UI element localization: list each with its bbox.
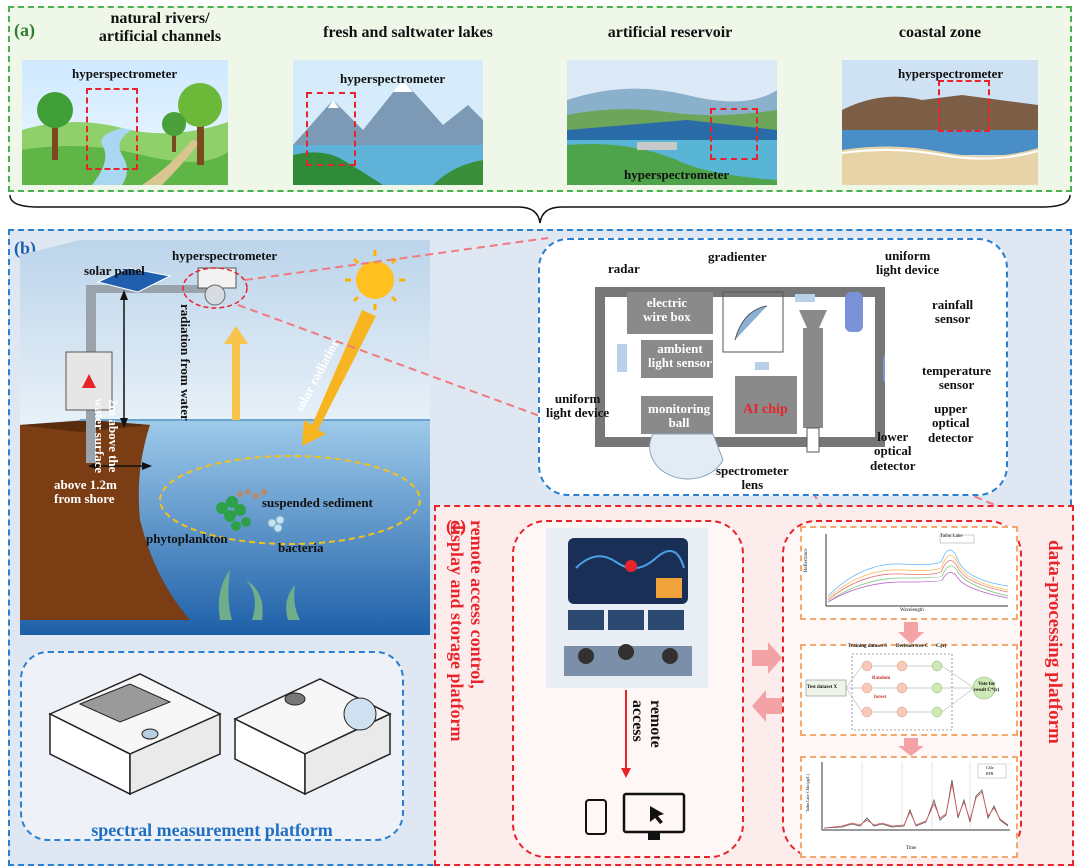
scene-title-lakes: fresh and saltwater lakes — [323, 24, 493, 41]
panel-a-label: (a) — [14, 20, 35, 40]
phytoplankton-label: phytoplankton — [146, 531, 228, 546]
scene-title-coastal: coastal zone — [898, 24, 982, 41]
rf-test-label: Test dataset X — [807, 685, 838, 690]
scene-image-river — [22, 60, 228, 185]
access-devices — [585, 792, 686, 840]
rf-tree-label: Decision tree C — [896, 644, 929, 649]
down-arrow-2 — [898, 738, 924, 756]
device-detail-box — [538, 238, 1008, 496]
scene-device-label: hyperspectrometer — [624, 167, 730, 182]
water-scene — [20, 240, 430, 635]
scene-device-label: hyperspectrometer — [898, 66, 1004, 81]
reflectance-ylabel: Reflectance — [804, 548, 809, 572]
reflectance-chart-box — [800, 526, 1018, 620]
suspended-sediment-label: suspended sediment — [262, 495, 373, 510]
reflectance-chart — [825, 534, 1009, 607]
timeseries-ylabel: Taihu Lake Chla (μg/L) — [805, 774, 810, 812]
ai-chip-label: AI chip — [743, 402, 788, 417]
rf-forest-label: forest — [874, 695, 887, 700]
device-highlight-coast — [938, 80, 990, 132]
remote-access-arrow — [621, 690, 631, 778]
remote-platform-title-2: display and storage platform — [447, 520, 467, 742]
scene-device-label: hyperspectrometer — [72, 66, 178, 81]
scene-title-reservoir: artificial reservoir — [607, 24, 733, 41]
scene-device-label: hyperspectrometer — [340, 71, 446, 86]
rf-random-label: Random — [872, 676, 891, 681]
platform-title: spectral measurement platform — [91, 820, 333, 840]
down-arrow-1 — [898, 622, 924, 644]
timeseries-legend-chla: Chla — [986, 765, 994, 770]
data-processing-title: data-processing platform — [1044, 540, 1065, 744]
bacteria-label: bacteria — [278, 540, 324, 555]
scene-image-reservoir — [567, 60, 777, 185]
reflectance-legend: Taihu Lake — [940, 534, 963, 539]
device-highlight-reservoir — [710, 108, 758, 160]
remote-access-label-1: remote — [647, 700, 664, 748]
device-schematic — [595, 287, 885, 480]
scene-image-coast — [842, 60, 1038, 185]
timeseries-legend-rfr: RFR — [986, 771, 994, 776]
solar-panel-label: solar panel — [84, 263, 145, 278]
device-highlight-river — [86, 88, 138, 170]
hardware-illustration — [48, 673, 392, 796]
reflectance-xlabel: Wavelength — [900, 608, 924, 613]
scene-hyperspectrometer-label: hyperspectrometer — [172, 248, 278, 263]
timeseries-xlabel: Time — [906, 846, 917, 851]
panel-c-label: (c) — [446, 516, 466, 536]
timeseries-chart — [821, 762, 1010, 831]
brace-connector — [9, 194, 1071, 224]
remote-access-label-2: access — [629, 700, 646, 742]
gradienter-label: gradienter — [708, 249, 767, 264]
radar-label: radar — [608, 261, 640, 276]
remote-platform-title-1: remote access control, — [467, 520, 487, 689]
device-highlight-lake — [306, 92, 356, 166]
rf-training-label: Training dataset S — [848, 644, 888, 649]
exchange-arrows — [752, 642, 782, 722]
random-forest-diagram — [805, 653, 996, 731]
control-room-illustration — [546, 528, 708, 688]
rf-ci-label: Cᵢ(x) — [936, 644, 947, 649]
shore-distance-label: above 1.2m from shore — [54, 477, 117, 507]
scene-title-rivers: natural rivers/ artificial channels — [98, 10, 222, 46]
